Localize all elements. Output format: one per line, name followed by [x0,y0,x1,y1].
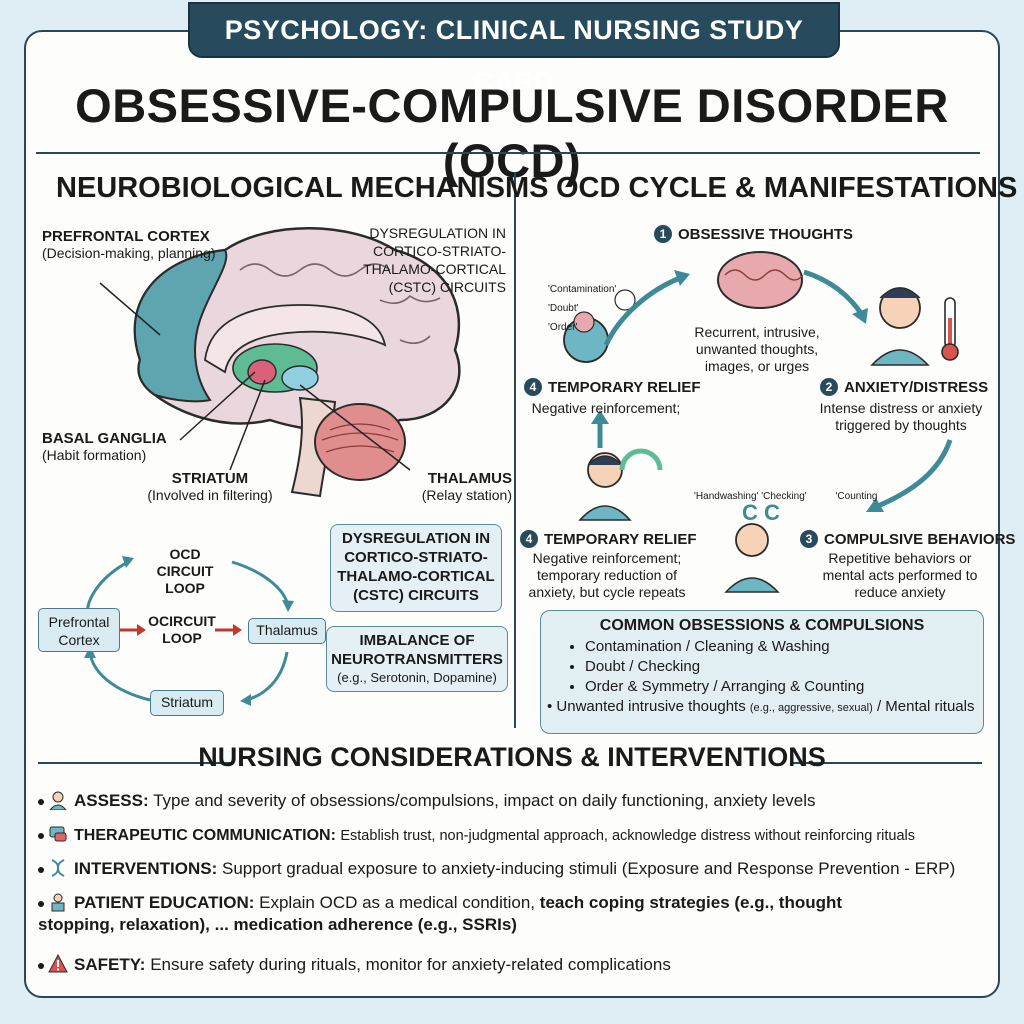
thalamus-desc: (Relay station) [421,487,512,503]
bullet [38,799,44,805]
common-obsessions-box: COMMON OBSESSIONS & COMPULSIONS Contamin… [540,610,984,734]
dna-icon [51,859,65,877]
step3-title: 3 COMPULSIVE BEHAVIORS [800,530,1015,548]
nursing-heading: NURSING CONSIDERATIONS & INTERVENTIONS [198,742,826,772]
common-title: COMMON OBSESSIONS & COMPULSIONS [599,617,925,634]
title-divider [36,152,980,154]
bullet [38,901,44,907]
imbalance-title: IMBALANCE OF NEUROTRANSMITTERS [331,632,503,668]
step1-number: 1 [654,225,672,243]
label-thalamus: THALAMUS (Relay station) [392,470,512,504]
common-item: Order & Symmetry / Arranging & Counting [585,677,983,697]
step4b-number: 4 [520,530,538,548]
interv-text: Support gradual exposure to anxiety-indu… [222,859,956,878]
label-dysregulation-top: DYSREGULATION IN CORTICO-STRIATO-THALAMO… [363,225,506,295]
prefrontal-desc: (Decision-making, planning) [42,245,216,261]
thought-tags: 'Contamination' 'Doubt' 'Order' [548,280,616,337]
thought-tag: 'Contamination' [548,284,617,295]
comm-text: Establish trust, non-judgmental approach… [340,828,916,844]
edu-head: PATIENT EDUCATION: [74,893,255,912]
label-basal-ganglia: BASAL GANGLIA (Habit formation) [42,430,202,464]
safety-head: SAFETY: [74,955,146,974]
step1-desc: Recurrent, intrusive, unwanted thoughts,… [694,324,820,374]
page-title: OBSESSIVE-COMPULSIVE DISORDER (OCD) [75,79,949,187]
safety-text: Ensure safety during rituals, monitor fo… [150,955,671,974]
bullet [38,867,44,873]
striatum-desc: (Involved in filtering) [147,487,273,503]
step4a-title-text: TEMPORARY RELIEF [548,379,701,396]
bullet [38,833,44,839]
node-prefrontal-cortex: Prefrontal Cortex [38,608,120,652]
comm-head: THERAPEUTIC COMMUNICATION: [74,827,336,844]
label-striatum: STRIATUM (Involved in filtering) [130,470,290,504]
step3-number: 3 [800,530,818,548]
loop-title: OCD CIRCUIT LOOP [156,546,214,596]
dysregulation-box: DYSREGULATION IN CORTICO-STRIATO-THALAMO… [330,524,502,612]
common-last-small: (e.g., aggressive, sexual) [749,702,873,714]
interv-head: INTERVENTIONS: [74,859,218,878]
striatum-name: STRIATUM [171,470,249,487]
step2-title-text: ANXIETY/DISTRESS [844,379,989,396]
nursing-education: PATIENT EDUCATION: Explain OCD as a medi… [38,892,988,936]
assess-head: ASSESS: [74,791,149,810]
common-last-main: Unwanted intrusive thoughts [556,698,746,715]
behavior-tag: 'Handwashing' [694,491,759,502]
behavior-tags: 'Handwashing' 'Checking' 'Counting [694,488,877,505]
edu-bold1: teach coping strategies (e.g., thought [539,893,843,912]
step2-desc: Intense distress or anxiety triggered by… [819,400,983,433]
column-divider [514,172,516,728]
edu-text: Explain OCD as a medical condition, [259,893,536,912]
nursing-safety: SAFETY: Ensure safety during rituals, mo… [38,954,988,976]
assess-text: Type and severity of obsessions/compulsi… [153,791,816,810]
step4b-desc: Negative reinforcement; temporary reduct… [528,550,686,600]
loop-center-label: OCIRCUIT LOOP [148,613,216,646]
basal-name: BASAL GANGLIA [42,430,167,447]
prefrontal-name: PREFRONTAL CORTEX [42,228,210,245]
step4a-desc: Negative reinforcement; [531,400,681,416]
bullet [38,963,44,969]
common-last-tail: / Mental rituals [876,698,975,715]
behavior-tag: 'Counting [835,491,878,502]
nurse-icon [49,791,67,810]
basal-desc: (Habit formation) [42,447,147,463]
step3-title-text: COMPULSIVE BEHAVIORS [824,531,1016,548]
step2-title: 2 ANXIETY/DISTRESS [820,378,988,396]
nursing-rule-left [38,762,234,764]
thought-tag: 'Doubt' [548,303,579,314]
step2-number: 2 [820,378,838,396]
chat-icon [49,826,67,842]
step4b-title-text: TEMPORARY RELIEF [544,531,697,548]
node-striatum: Striatum [150,690,224,716]
node-thalamus: Thalamus [248,618,326,644]
nursing-rule-right [790,762,982,764]
nursing-communication: THERAPEUTIC COMMUNICATION: Establish tru… [38,824,988,847]
step4b-title: 4 TEMPORARY RELIEF [520,530,697,548]
thalamus-name: THALAMUS [427,470,512,487]
step1-title-text: OBSESSIVE THOUGHTS [678,226,854,243]
nursing-interventions: INTERVENTIONS: Support gradual exposure … [38,858,988,880]
behavior-tag: 'Checking' [761,491,807,502]
imbalance-desc: (e.g., Serotonin, Dopamine) [337,670,497,685]
step4a-title: 4 TEMPORARY RELIEF [524,378,701,396]
imbalance-box: IMBALANCE OF NEUROTRANSMITTERS (e.g., Se… [326,626,508,692]
common-list: Contamination / Cleaning & Washing Doubt… [541,637,983,697]
step3-desc: Repetitive behaviors or mental acts perf… [822,550,978,600]
common-item: Contamination / Cleaning & Washing [585,637,983,657]
study-card [24,30,1000,998]
edu-bold2: stopping, relaxation), ... medication ad… [38,915,517,934]
neuro-heading: NEUROBIOLOGICAL MECHANISMS [56,172,549,204]
warning-icon [48,954,68,973]
label-prefrontal-cortex: PREFRONTAL CORTEX (Decision-making, plan… [42,228,222,262]
cycle-heading: OCD CYCLE & MANIFESTATIONS [556,172,1018,204]
step4a-number: 4 [524,378,542,396]
common-item: Doubt / Checking [585,657,983,677]
card-banner: PSYCHOLOGY: CLINICAL NURSING STUDY CARD [188,2,840,97]
nursing-assess: ASSESS: Type and severity of obsessions/… [38,790,988,812]
step1-title: 1 OBSESSIVE THOUGHTS [654,225,853,243]
education-icon [51,893,65,912]
thought-tag: 'Order' [548,322,578,333]
common-item-last: • Unwanted intrusive thoughts (e.g., agg… [547,698,975,715]
